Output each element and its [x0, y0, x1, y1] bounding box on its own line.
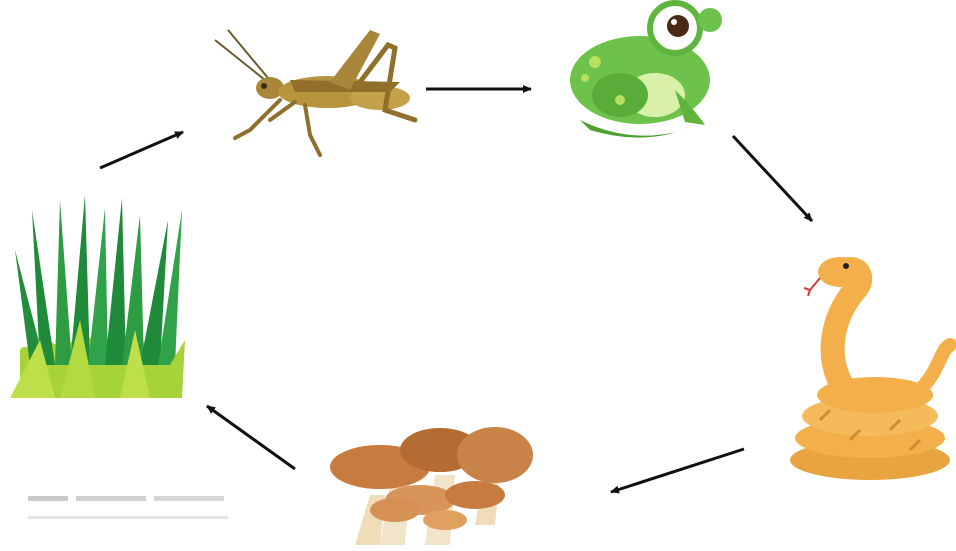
arrow-snake-to-mushrooms	[611, 449, 744, 492]
grasshopper-icon	[215, 30, 415, 155]
arrow-frog-to-snake	[733, 136, 812, 221]
faded-text-mark	[28, 488, 238, 528]
mushroom-icon	[330, 427, 533, 545]
frog-icon	[562, 3, 722, 138]
arrow-mushrooms-to-grass	[207, 406, 295, 469]
grass-icon	[10, 195, 185, 398]
snake-icon	[790, 257, 950, 480]
arrow-grass-to-grasshopper	[100, 132, 183, 168]
